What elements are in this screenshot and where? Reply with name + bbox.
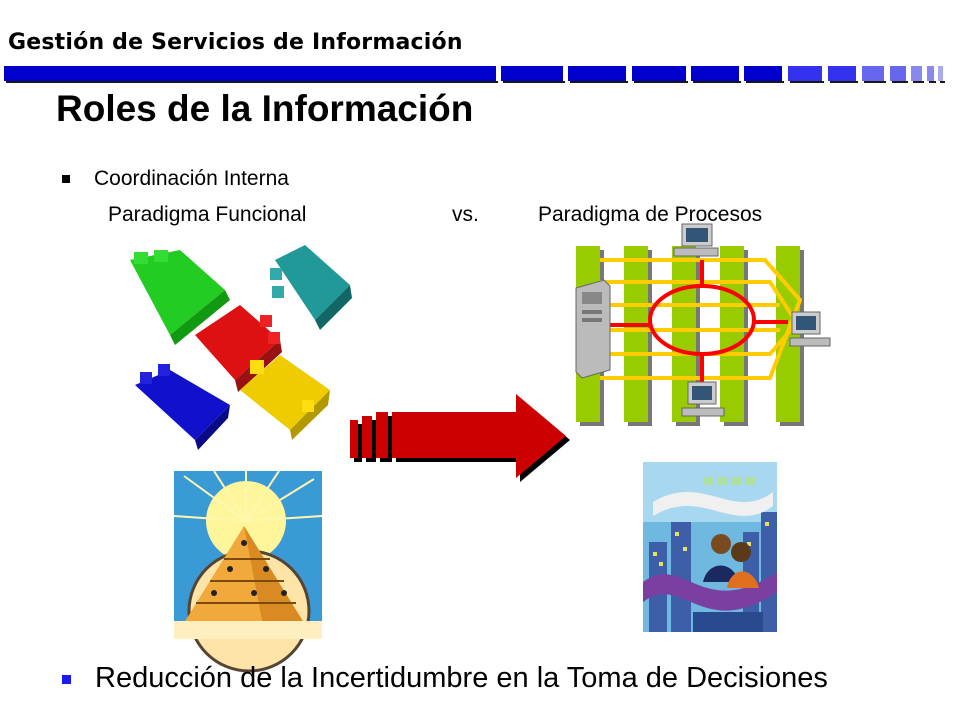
paradigm-process-label: Paradigma de Procesos	[538, 203, 763, 226]
versus-label: vs.	[452, 203, 479, 226]
puzzle-pieces-image	[130, 245, 352, 450]
computer-icon-right	[789, 311, 831, 347]
computer-icon-bottom	[681, 381, 725, 417]
paradigm-functional-label: Paradigma Funcional	[108, 203, 307, 226]
slide-title: Roles de la Información	[56, 88, 474, 129]
networked-collaboration-image	[643, 462, 777, 632]
bullet-marker-blue	[62, 675, 71, 684]
transition-arrow	[350, 394, 570, 482]
presentation-header-title: Gestión de Servicios de Información	[8, 30, 463, 55]
bullet-coordinacion-interna: Coordinación Interna	[94, 167, 289, 190]
server-tower-icon	[575, 279, 611, 379]
green-puzzle-piece	[130, 250, 230, 345]
bullet-reduccion-incertidumbre: Reducción de la Incertidumbre en la Toma…	[95, 662, 828, 694]
hierarchy-pyramid-image	[173, 470, 323, 673]
yellow-puzzle-piece	[240, 355, 330, 440]
blue-puzzle-piece	[135, 364, 230, 450]
bullet-marker	[62, 175, 70, 183]
header-decorative-bar	[4, 66, 945, 83]
teal-puzzle-piece	[270, 245, 352, 330]
computer-icon-top	[673, 223, 719, 257]
process-paradigm-diagram	[575, 223, 831, 426]
